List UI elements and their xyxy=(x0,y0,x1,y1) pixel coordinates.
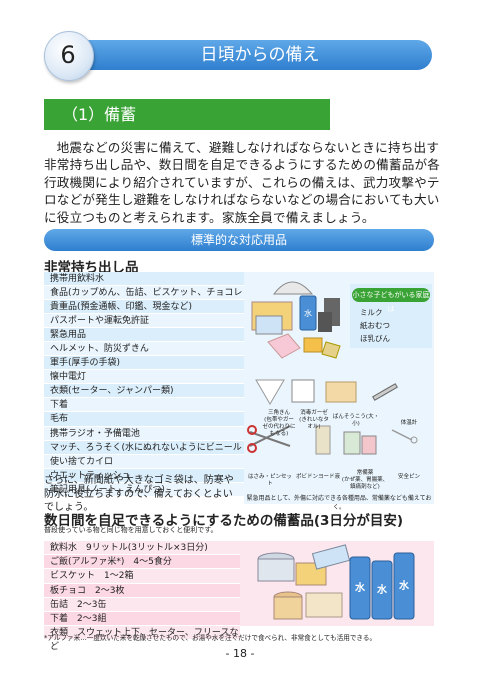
kids-item: ほ乳びん xyxy=(360,334,390,343)
bottle-label: 水 xyxy=(355,583,365,594)
list-item: 缶詰 2〜3缶 xyxy=(44,597,240,612)
caption-medicine: 常備薬(かぜ薬、胃腸薬、鎮痛剤など) xyxy=(341,470,389,490)
caption-sankaku: 三角きん(包帯やガーゼの代わりにもなる) xyxy=(262,410,296,437)
gloves-icon xyxy=(303,337,323,353)
list-item: 携帯用飲料水 xyxy=(44,272,244,287)
gauze-icon xyxy=(291,379,315,403)
caption-thermometer: 体温計 xyxy=(400,420,418,426)
passport-icon xyxy=(255,315,283,335)
list-item: 緊急用品 xyxy=(44,328,244,343)
candle-icon xyxy=(321,341,341,359)
grab-bag-list: 携帯用飲料水 食品(カップめん、缶詰、ビスケット、チョコレートなど) 貴重品(預… xyxy=(44,272,244,497)
caption-antiseptic: ポビドンヨード液 xyxy=(296,474,341,480)
antiseptic-icon xyxy=(315,425,331,455)
list-item: 貴重品(預金通帳、印鑑、現金など) xyxy=(44,300,244,315)
list-item: ヘルメット、防災ずきん xyxy=(44,342,244,357)
stockpile-drawing xyxy=(257,544,415,620)
list-item: 衣類 スウェット上下、セーター、フリースなど xyxy=(44,626,240,652)
towel-icon xyxy=(267,333,301,359)
list-item: パスポートや運転免許証 xyxy=(44,314,244,329)
first-aid-drawing xyxy=(247,379,418,455)
list-item: 懐中電灯 xyxy=(44,370,244,385)
list-item: 筆記用具(ノート、えんぴつ) xyxy=(44,482,244,497)
chapter-number-badge xyxy=(44,31,94,81)
thermometer-icon xyxy=(372,383,398,401)
list-item: 飲料水 9リットル(3リットル×3日分) xyxy=(44,541,240,556)
list-item: 衣類(セーター、ジャンパー類) xyxy=(44,384,244,399)
kids-item: 紙おむつ xyxy=(360,321,390,330)
page-number: - 18 - xyxy=(225,647,255,660)
kids-title: 小さな子どもがいる家庭は xyxy=(352,288,430,313)
bottle-label: 水 xyxy=(399,581,409,592)
list-item: ビスケット 1〜2箱 xyxy=(44,569,240,584)
radio-icon xyxy=(318,312,332,332)
emergency-goods-drawing: 水 xyxy=(251,281,341,359)
list-item: ウエットティッシュ xyxy=(44,468,244,483)
water-bottle-icon xyxy=(393,552,415,620)
list-item: 携帯ラジオ・予備電池 xyxy=(44,426,244,441)
stockpile-subheading: 普段使っている物と同じ物を用意しておくと便利です。 xyxy=(44,526,218,534)
chapter-title: 日頃からの備え xyxy=(200,45,320,65)
water-bottle-icon xyxy=(299,295,317,331)
standard-items-title: 標準的な対応用品 xyxy=(190,233,287,247)
stockpile-heading: 数日間を自足できるようにするための備蓄品(3日分が目安) xyxy=(44,513,404,529)
caption-bandaid: ばんそうこう(大・小) xyxy=(332,414,380,427)
chapter-number: 6 xyxy=(60,41,76,69)
first-aid-illustration xyxy=(244,376,434,504)
section-bar xyxy=(44,99,330,130)
section-title: （1）備蓄 xyxy=(62,105,137,124)
triangle-bandage-icon xyxy=(255,379,285,405)
list-item: 軍手(厚手の手袋) xyxy=(44,356,244,371)
list-item: マッチ、ろうそく(水にぬれないようにビニールでくるむ) xyxy=(44,440,244,467)
grab-bag-note: さらに、新聞紙や大きなゴミ袋は、防寒や防水に役立ちますので、備えておくとよいでし… xyxy=(44,475,234,513)
standard-items-bar xyxy=(44,229,434,251)
list-item: ご飯(アルファ米*) 4〜5食分 xyxy=(44,555,240,570)
water-bottle-icon xyxy=(349,556,371,620)
rice-pack-icon xyxy=(311,544,351,570)
list-item: 下着 2〜3組 xyxy=(44,611,240,627)
medicine-icon xyxy=(343,431,361,455)
list-item: 下着 xyxy=(44,398,244,413)
water-bottle-icon xyxy=(371,560,393,620)
first-aid-note: 緊急用品として、外傷に対応できる各種用品、常備薬なども備えておく。 xyxy=(246,495,432,511)
bottle-label: 水 xyxy=(377,585,387,596)
caption-scissors: はさみ・ピンセット xyxy=(247,474,292,487)
helmet-icon xyxy=(272,281,314,295)
bandaid-icon xyxy=(325,381,357,403)
caption-gauze: 消毒ガーゼ(きれいなタオル) xyxy=(299,410,329,430)
stockpile-list: 飲料水 9リットル(3リットル×3日分) ご飯(アルファ米*) 4〜5食分 ビス… xyxy=(44,541,240,652)
caption-safety-pin: 安全ピン xyxy=(397,474,420,480)
chapter-bar xyxy=(52,40,432,70)
list-item: 板チョコ 2〜3枚 xyxy=(44,583,240,598)
list-item: 食品(カップめん、缶詰、ビスケット、チョコレートなど) xyxy=(44,286,244,312)
scissors-icon xyxy=(249,425,291,447)
list-item: 使い捨てカイロ xyxy=(44,454,244,469)
intro-paragraph: 地震などの災害に備えて、避難しなければならないときに持ち出す非常持ち出し品や、数… xyxy=(44,140,441,225)
footnote: *アルファ米…一度炊いた米を乾燥させたもので、お湯や水を注ぐだけで食べられ、非常… xyxy=(44,634,377,642)
kids-item: ミルク xyxy=(360,308,383,317)
svg-text:水: 水 xyxy=(304,308,312,318)
list-item: 毛布 xyxy=(44,412,244,427)
safety-pin-icon xyxy=(391,429,413,441)
canned-food-icon xyxy=(273,596,303,620)
chocolate-icon xyxy=(305,592,343,618)
